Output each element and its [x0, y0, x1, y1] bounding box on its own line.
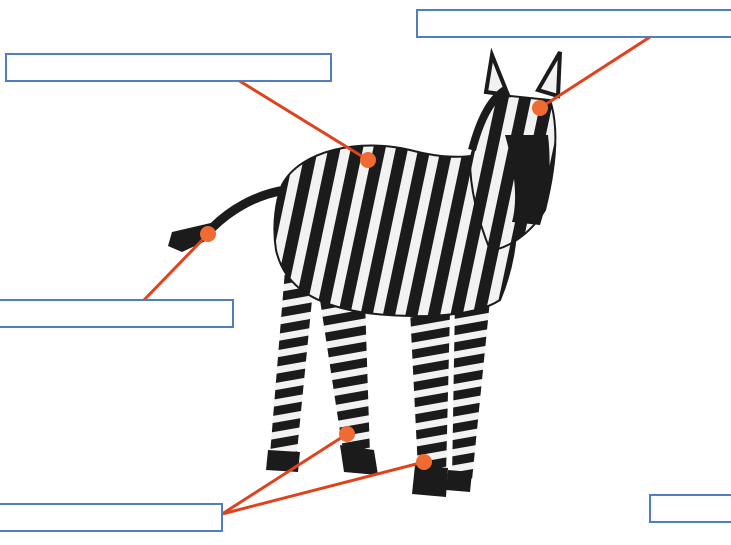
zebra-head	[470, 52, 560, 250]
leader-line-back-leg	[222, 462, 424, 514]
marker-tail	[200, 226, 216, 242]
label-box-tail[interactable]	[0, 299, 234, 328]
zebra-tail	[168, 190, 285, 252]
marker-back-leg	[416, 454, 432, 470]
marker-head	[532, 100, 548, 116]
label-box-extra[interactable]	[649, 494, 731, 523]
marker-front-leg	[339, 426, 355, 442]
label-box-back[interactable]	[5, 53, 332, 82]
label-box-legs[interactable]	[0, 503, 223, 532]
label-box-head[interactable]	[416, 9, 731, 38]
marker-back	[360, 152, 376, 168]
leader-line-back	[238, 80, 368, 160]
